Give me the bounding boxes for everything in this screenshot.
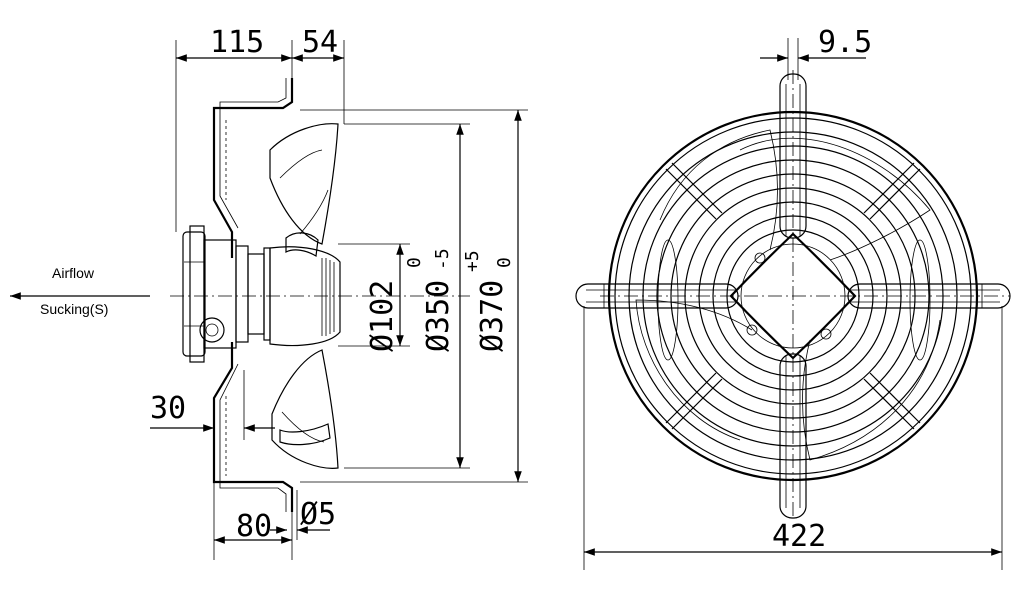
airflow-annotation: Airflow Sucking(S) [9,265,150,317]
outer-ring [607,110,979,482]
dim-top-right: 54 [292,25,345,124]
dim-30-label: 30 [150,391,186,426]
dim-80-label: 80 [236,509,272,544]
dim-350-tol-lower: -5 [432,248,453,270]
motor-body [182,225,271,363]
dim-370-tol-upper: +5 [462,250,483,272]
cable-gland [199,317,225,343]
dim-top-left: 115 [175,25,293,232]
dim-370-label: Ø370 [475,280,510,352]
front-blades [635,129,941,461]
front-hub [729,232,857,360]
vertical-support-bars [779,73,807,519]
dim-5-label: Ø5 [300,497,336,532]
dim-54-label: 54 [302,25,338,60]
dim-370-tol-lower: 0 [494,257,515,268]
diagonal-spokes [665,162,921,430]
dim-hub-diameter: Ø102 [338,243,410,352]
dim-9-5-label: 9.5 [818,25,872,60]
dim-115-label: 115 [210,25,264,60]
dim-left: 30 [150,370,275,440]
dim-bottom-left: 80 [213,482,293,560]
dim-bottom-right: Ø5 [270,490,336,540]
front-view: 9.5 [575,25,1011,570]
side-view: 115 54 30 80 Ø5 [150,25,528,560]
dim-102-label: Ø102 [365,280,400,352]
dim-350-tol-upper: 0 [404,257,425,268]
dim-blade-diameter: Ø350 0 -5 [344,123,470,469]
dim-422-label: 422 [772,519,826,554]
fan-hub [269,246,341,347]
dim-ring-diameter: Ø370 +5 0 [300,109,528,483]
airflow-label: Airflow [52,265,95,281]
horizontal-support-bars [575,283,1011,309]
fan-blades [269,123,339,469]
guard-rings [628,131,958,461]
dim-350-label: Ø350 [421,280,456,352]
airflow-mode-label: Sucking(S) [40,301,108,317]
dim-front-width: 422 [583,306,1003,570]
dim-front-top: 9.5 [760,25,872,80]
